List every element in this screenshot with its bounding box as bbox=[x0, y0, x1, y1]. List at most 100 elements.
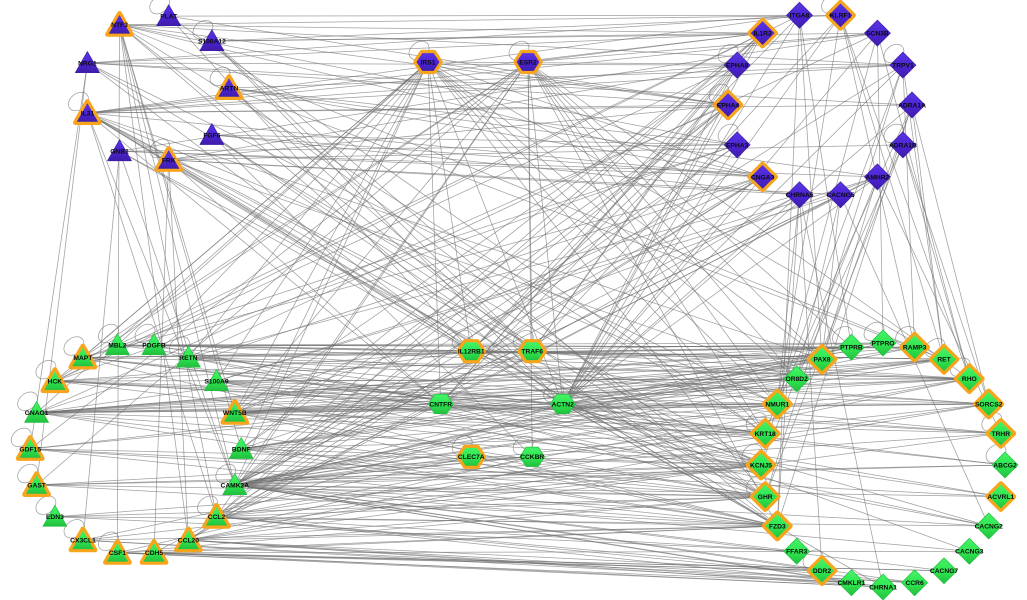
edge-TRAF6-KLRF1[interactable] bbox=[531, 15, 841, 352]
edge-GDF15-PAX8[interactable] bbox=[30, 358, 823, 450]
edge-TRAF6-RET[interactable] bbox=[532, 350, 945, 360]
node-ADRA1A[interactable] bbox=[898, 91, 926, 119]
node-RETN[interactable] bbox=[176, 345, 201, 368]
edge-IRS1-EPHA4[interactable] bbox=[427, 61, 729, 106]
edge-IRS1-IL12RB1[interactable] bbox=[427, 61, 472, 352]
edge-PLAT-ITGA8[interactable] bbox=[168, 14, 800, 17]
edge-NRG1-GAST[interactable] bbox=[36, 62, 88, 486]
edge-ACTN2-CHRNA5[interactable] bbox=[562, 194, 800, 405]
edge-IRS1-TRPV1[interactable] bbox=[427, 61, 903, 66]
edge-IL31-GHR[interactable] bbox=[87, 112, 766, 497]
node-KCNJ5[interactable] bbox=[747, 451, 775, 479]
edge-GDF15-ACVRL1[interactable] bbox=[30, 448, 1001, 497]
edge-GNAO1-KRT18[interactable] bbox=[36, 412, 766, 434]
edge-IL31-TRAF6[interactable] bbox=[87, 112, 533, 352]
edge-IRS1-CNGA3[interactable] bbox=[427, 61, 763, 178]
node-FGF6[interactable] bbox=[199, 123, 225, 145]
edge-ITGA8-PTPRB[interactable] bbox=[799, 15, 852, 348]
self-loop-RETN[interactable] bbox=[166, 333, 193, 359]
edge-CCL20-SORCS2[interactable] bbox=[188, 403, 989, 541]
edge-EPHA8-HCK[interactable] bbox=[54, 64, 738, 382]
edge-S100A9-ABCG2[interactable] bbox=[216, 380, 1006, 466]
edge-FRK-IL12RB1[interactable] bbox=[168, 159, 472, 352]
edge-CAMK2A-KCNJ5[interactable] bbox=[234, 464, 762, 486]
node-KRT18[interactable] bbox=[751, 419, 780, 448]
self-loop-PDGFB[interactable] bbox=[131, 320, 158, 346]
self-loop-MBL2[interactable] bbox=[95, 320, 122, 346]
edge-IRS1-GNAO1[interactable] bbox=[36, 61, 429, 414]
edge-IRS1-MAPT[interactable] bbox=[82, 61, 429, 358]
edge-NTF3-CCL20[interactable] bbox=[119, 24, 189, 541]
edge-CCL2-CNGA3[interactable] bbox=[216, 176, 763, 518]
edge-CAMK2A-FZD3[interactable] bbox=[234, 484, 778, 527]
edge-IL12RB1-NMUR1[interactable] bbox=[471, 350, 778, 405]
node-PLAT[interactable] bbox=[156, 4, 182, 27]
node-IL1R2[interactable] bbox=[748, 19, 777, 47]
node-RHO[interactable] bbox=[955, 364, 984, 393]
edge-IL31-ADRA1A[interactable] bbox=[87, 104, 913, 114]
edge-RETN-CACNG2[interactable] bbox=[188, 357, 989, 527]
edge-CNTFR-KRT18[interactable] bbox=[440, 403, 766, 434]
node-CNGA3[interactable] bbox=[748, 163, 777, 191]
edge-EDN3-GHR[interactable] bbox=[54, 496, 766, 518]
edge-EPHA4-GNAO1[interactable] bbox=[36, 104, 729, 414]
edge-ADRA1A-NMUR1[interactable] bbox=[776, 104, 913, 405]
edge-S100A9-SORCS2[interactable] bbox=[216, 380, 989, 405]
edge-CCL20-RHO[interactable] bbox=[188, 378, 970, 541]
edge-RETN-SCN3B[interactable] bbox=[188, 32, 878, 358]
node-RAMP3[interactable] bbox=[900, 333, 929, 362]
edge-CACNG5-PAX8[interactable] bbox=[821, 194, 841, 360]
edge-ACTN2-CACNG3[interactable] bbox=[562, 403, 970, 552]
node-OR8D2[interactable] bbox=[783, 365, 811, 393]
edge-GAST-GHR[interactable] bbox=[36, 484, 766, 497]
edge-MAPT-RHO[interactable] bbox=[82, 357, 970, 380]
node-CACNG7[interactable] bbox=[930, 557, 958, 585]
edge-NTF3-EPHA3[interactable] bbox=[119, 24, 738, 146]
node-CSF1[interactable] bbox=[104, 540, 131, 564]
edge-MAPT-FZD3[interactable] bbox=[82, 357, 778, 527]
edge-EPHA3-HCK[interactable] bbox=[54, 144, 738, 382]
edge-ACTN2-CHRNA1[interactable] bbox=[562, 403, 884, 588]
edge-HCK-KCNJ5[interactable] bbox=[54, 380, 762, 466]
edge-EPHA3-ACTN2[interactable] bbox=[562, 144, 738, 405]
edge-ADRA1A-FZD3[interactable] bbox=[776, 104, 913, 527]
edge-GDF15-FZD3[interactable] bbox=[30, 448, 778, 527]
node-BDNF[interactable] bbox=[228, 437, 254, 459]
edge-GNB1-SCN3B[interactable] bbox=[119, 32, 878, 152]
edge-S100A9-CACNG5[interactable] bbox=[216, 194, 841, 382]
node-IL12RB1[interactable] bbox=[457, 340, 485, 362]
edge-ACTN2-KRT18[interactable] bbox=[562, 403, 766, 434]
node-CMKLR1[interactable] bbox=[838, 569, 865, 597]
edge-BDNF-KRT18[interactable] bbox=[241, 433, 766, 450]
edge-ADRA1A-ACTN2[interactable] bbox=[562, 104, 913, 405]
edge-GNB1-CAMK2A[interactable] bbox=[119, 151, 236, 486]
self-loop-GNAO1[interactable] bbox=[14, 388, 41, 414]
edge-AMHR2-WNT5B[interactable] bbox=[234, 176, 878, 414]
node-PTPRB[interactable] bbox=[838, 333, 865, 361]
node-CACNG3[interactable] bbox=[955, 537, 983, 565]
edge-NTF3-CCL2[interactable] bbox=[119, 24, 217, 517]
edge-BDNF-ACTN2[interactable] bbox=[241, 403, 563, 450]
node-MBL2[interactable] bbox=[105, 333, 130, 355]
edge-ACTN2-TRPV1[interactable] bbox=[562, 64, 904, 405]
edge-IRS1-GHR[interactable] bbox=[427, 61, 766, 497]
edge-CCL2-KCNJ5[interactable] bbox=[216, 464, 762, 518]
node-PDGFB[interactable] bbox=[141, 333, 167, 355]
edge-ACTN2-KCNJ5[interactable] bbox=[562, 403, 762, 466]
edge-FRK-EPHA4[interactable] bbox=[168, 104, 729, 161]
edge-MBL2-SORCS2[interactable] bbox=[117, 344, 989, 405]
edge-HCK-NMUR1[interactable] bbox=[54, 380, 778, 405]
edge-S100A9-ACVRL1[interactable] bbox=[216, 380, 1001, 497]
node-TRAF6[interactable] bbox=[518, 340, 546, 362]
edge-ESR2-GAST[interactable] bbox=[36, 61, 529, 486]
edge-GDF15-GHR[interactable] bbox=[30, 448, 766, 497]
edge-NTF3-IL1R2[interactable] bbox=[119, 24, 763, 34]
edge-WNT5B-CNGA3[interactable] bbox=[234, 176, 763, 414]
node-CCL20[interactable] bbox=[175, 528, 202, 551]
edge-WNT5B-ACTN2[interactable] bbox=[234, 403, 563, 414]
node-MAPT[interactable] bbox=[70, 345, 96, 368]
edge-CCL2-DDR2[interactable] bbox=[216, 516, 823, 572]
node-ESR2[interactable] bbox=[514, 51, 542, 73]
edge-WNT5B-RHO[interactable] bbox=[234, 378, 970, 414]
edge-KLRF1-RHO[interactable] bbox=[840, 15, 970, 379]
